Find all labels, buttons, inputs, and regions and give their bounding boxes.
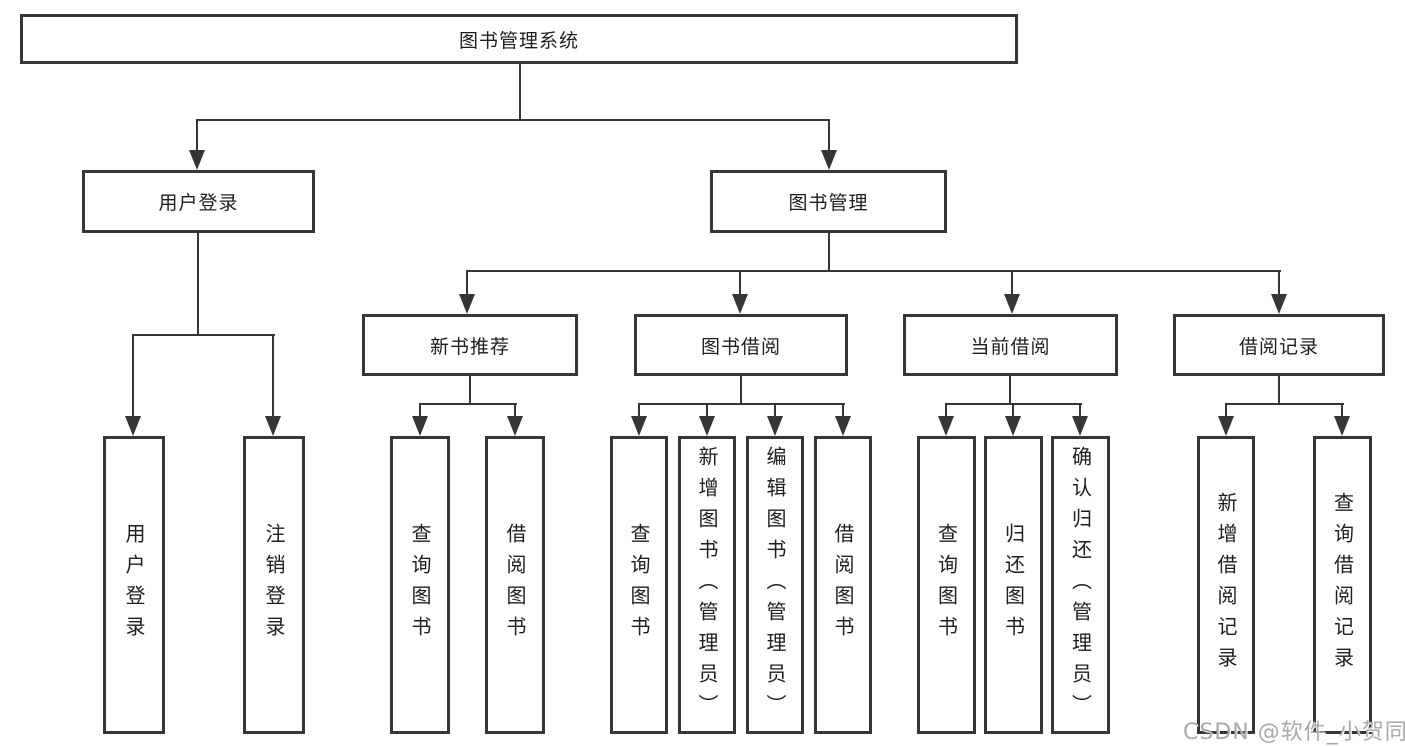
connector-user-login-vline <box>197 233 199 336</box>
leaf-current-query-books-label: 查询图书 <box>934 523 959 647</box>
arrow-down-icon <box>1005 416 1021 436</box>
connector-current-borrow-hline <box>945 403 1082 405</box>
leaf-borrow-books: 借阅图书 <box>814 436 872 734</box>
csdn-watermark: CSDN @软件_小贺同学 <box>1183 720 1405 745</box>
leaf-confirm-return-admin-label: 确认归还（管理员） <box>1068 445 1093 725</box>
connector-current-borrow-stub-2 <box>1012 405 1014 416</box>
node-book-management-label: 图书管理 <box>788 192 869 214</box>
connector-root-hline <box>196 119 830 121</box>
connector-book-mgmt-stub-2 <box>739 272 741 294</box>
connector-root-stub-right <box>828 121 830 152</box>
leaf-add-books-admin: 新增图书（管理员） <box>678 436 736 734</box>
node-borrow-records: 借阅记录 <box>1173 314 1385 376</box>
arrow-down-icon <box>938 416 954 436</box>
connector-user-login-stub-2 <box>272 336 274 416</box>
arrow-down-icon <box>821 150 837 170</box>
connector-user-login-stub-1 <box>132 336 134 416</box>
connector-new-book-stub-2 <box>514 405 516 416</box>
leaf-borrow-books-label: 借阅图书 <box>831 523 855 647</box>
arrow-down-icon <box>265 416 281 436</box>
arrow-down-icon <box>189 150 205 170</box>
leaf-confirm-return-admin: 确认归还（管理员） <box>1051 436 1110 734</box>
connector-user-login-hline <box>132 334 275 336</box>
connector-current-borrow-vline <box>1009 376 1011 405</box>
connector-new-book-stub-1 <box>419 405 421 416</box>
arrow-down-icon <box>412 416 428 436</box>
arrow-down-icon <box>1218 416 1234 436</box>
leaf-logout: 注销登录 <box>243 436 305 734</box>
connector-book-mgmt-stub-1 <box>466 272 468 294</box>
leaf-recommend-query-books: 查询图书 <box>390 436 450 734</box>
connector-book-mgmt-stub-3 <box>1011 272 1013 294</box>
arrow-down-icon <box>699 416 715 436</box>
arrow-down-icon <box>1271 294 1287 314</box>
arrow-down-icon <box>1334 416 1350 436</box>
node-book-borrow: 图书借阅 <box>634 314 848 376</box>
arrow-down-icon <box>459 294 475 314</box>
arrow-down-icon <box>1072 416 1088 436</box>
arrow-down-icon <box>125 416 141 436</box>
connector-book-mgmt-hline <box>466 270 1281 272</box>
leaf-edit-books-admin-label: 编辑图书（管理员） <box>763 445 787 725</box>
node-new-book-recommend-label: 新书推荐 <box>429 335 510 358</box>
connector-current-borrow-stub-1 <box>945 405 947 416</box>
node-book-management: 图书管理 <box>710 170 947 233</box>
leaf-user-login: 用户登录 <box>103 436 165 734</box>
node-current-borrow-label: 当前借阅 <box>970 335 1051 358</box>
leaf-user-login-label: 用户登录 <box>122 523 146 647</box>
leaf-logout-label: 注销登录 <box>262 523 286 647</box>
node-user-login: 用户登录 <box>82 170 315 233</box>
node-library-system-label: 图书管理系统 <box>458 29 579 52</box>
node-book-borrow-label: 图书借阅 <box>700 335 781 358</box>
leaf-query-borrow-record-label: 查询借阅记录 <box>1330 492 1355 678</box>
leaf-add-borrow-record: 新增借阅记录 <box>1197 436 1255 734</box>
leaf-return-books: 归还图书 <box>984 436 1043 734</box>
connector-root-vline <box>519 64 521 121</box>
arrow-down-icon <box>507 416 523 436</box>
connector-current-borrow-stub-3 <box>1079 405 1081 416</box>
connector-new-book-hline <box>419 403 517 405</box>
connector-root-stub-left <box>196 121 198 152</box>
connector-borrow-records-stub-1 <box>1225 405 1227 416</box>
leaf-borrow-query-books: 查询图书 <box>610 436 668 734</box>
node-current-borrow: 当前借阅 <box>903 314 1118 376</box>
connector-borrow-records-vline <box>1278 376 1280 405</box>
connector-book-borrow-hline <box>638 403 845 405</box>
leaf-recommend-query-books-label: 查询图书 <box>408 523 432 647</box>
leaf-return-books-label: 归还图书 <box>1001 523 1026 647</box>
leaf-recommend-borrow-books: 借阅图书 <box>485 436 545 734</box>
arrow-down-icon <box>835 416 851 436</box>
connector-borrow-records-hline <box>1225 403 1344 405</box>
node-user-login-label: 用户登录 <box>158 192 239 214</box>
leaf-borrow-query-books-label: 查询图书 <box>627 523 651 647</box>
connector-borrow-records-stub-2 <box>1341 405 1343 416</box>
leaf-edit-books-admin: 编辑图书（管理员） <box>746 436 804 734</box>
arrow-down-icon <box>1004 294 1020 314</box>
arrow-down-icon <box>732 294 748 314</box>
leaf-query-borrow-record: 查询借阅记录 <box>1313 436 1372 734</box>
connector-new-book-vline <box>469 376 471 405</box>
connector-book-borrow-stub-2 <box>706 405 708 416</box>
leaf-current-query-books: 查询图书 <box>917 436 976 734</box>
connector-book-borrow-vline <box>740 376 742 405</box>
connector-book-borrow-stub-4 <box>842 405 844 416</box>
node-library-system: 图书管理系统 <box>20 14 1018 64</box>
arrow-down-icon <box>631 416 647 436</box>
leaf-add-borrow-record-label: 新增借阅记录 <box>1214 492 1238 678</box>
arrow-down-icon <box>767 416 783 436</box>
leaf-add-books-admin-label: 新增图书（管理员） <box>695 445 719 725</box>
connector-book-borrow-stub-1 <box>638 405 640 416</box>
leaf-recommend-borrow-books-label: 借阅图书 <box>503 523 527 647</box>
node-borrow-records-label: 借阅记录 <box>1238 335 1319 358</box>
connector-book-mgmt-stub-4 <box>1278 272 1280 294</box>
node-new-book-recommend: 新书推荐 <box>362 314 578 376</box>
connector-book-mgmt-vline <box>828 233 830 272</box>
connector-book-borrow-stub-3 <box>774 405 776 416</box>
